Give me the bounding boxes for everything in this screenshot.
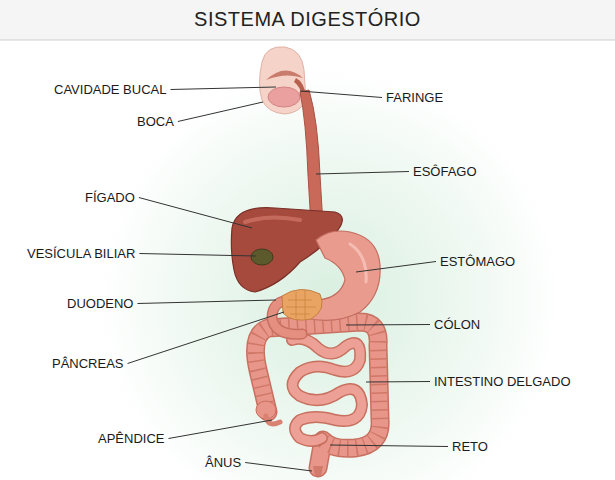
colon xyxy=(256,322,381,468)
diagram-title: SISTEMA DIGESTÓRIO xyxy=(0,8,615,31)
anus xyxy=(313,466,323,476)
part-label: APÊNDICE xyxy=(98,431,164,446)
part-label: ESTÔMAGO xyxy=(440,254,515,269)
part-label: BOCA xyxy=(137,114,174,129)
appendix xyxy=(266,416,280,424)
leader-line xyxy=(168,420,272,439)
gallbladder xyxy=(251,249,273,265)
part-label: FÍGADO xyxy=(85,190,135,205)
stomach-highlight xyxy=(350,244,366,282)
pancreas-texture xyxy=(286,290,316,319)
part-label: DUODENO xyxy=(67,296,133,311)
colon-outline xyxy=(256,322,381,468)
leader-line xyxy=(300,91,382,98)
header-band xyxy=(0,0,615,40)
leader-line xyxy=(356,262,436,273)
part-label: PÂNCREAS xyxy=(52,356,124,371)
leader-line xyxy=(139,254,256,257)
small-intestine-outline xyxy=(292,339,362,441)
small-intestine xyxy=(292,339,362,441)
leader-line xyxy=(245,463,312,472)
leader-line xyxy=(128,312,284,364)
leader-line xyxy=(170,87,276,90)
part-label: CAVIDADE BUCAL xyxy=(54,82,166,97)
liver-highlight xyxy=(245,217,300,222)
oral-cavity xyxy=(260,47,307,114)
leader-line xyxy=(178,102,263,122)
leader-line xyxy=(346,324,430,326)
colon-haustra xyxy=(256,322,381,448)
header-rule xyxy=(0,40,615,41)
part-label: INTESTINO DELGADO xyxy=(434,374,571,389)
leader-line xyxy=(366,381,430,383)
leader-line xyxy=(316,172,409,175)
part-label: RETO xyxy=(452,439,488,454)
leader-line xyxy=(139,198,252,229)
palate xyxy=(266,70,303,80)
part-label: VESÍCULA BILIAR xyxy=(27,246,135,261)
pancreas xyxy=(282,289,322,320)
part-label: ESÔFAGO xyxy=(413,164,477,179)
part-label: CÓLON xyxy=(434,317,480,332)
tongue xyxy=(268,87,300,107)
leader-line xyxy=(137,300,276,304)
part-label: FARINGE xyxy=(386,90,443,105)
part-label: ÂNUS xyxy=(205,455,241,470)
leader-line xyxy=(330,445,448,447)
